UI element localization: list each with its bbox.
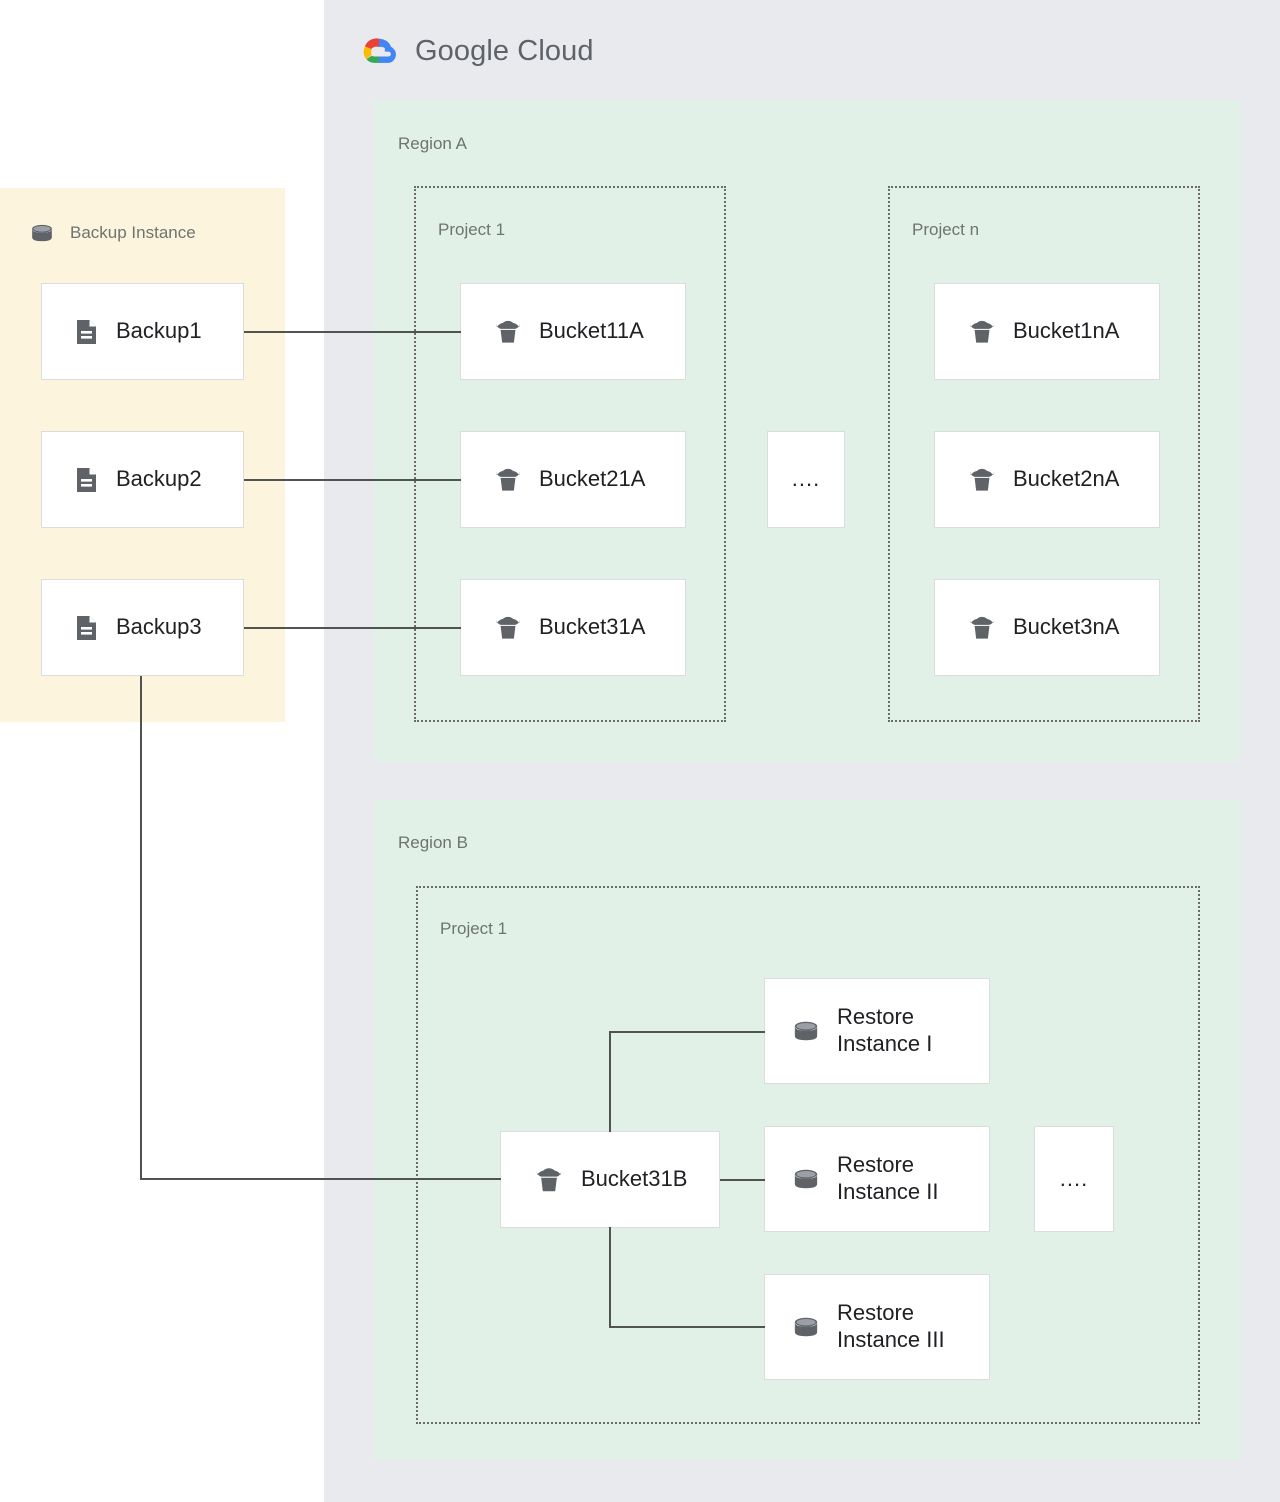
document-icon (77, 319, 96, 344)
bucket-icon (970, 468, 994, 491)
card-bucket31a-label: Bucket31A (539, 614, 646, 640)
card-backup1-label: Backup1 (116, 318, 202, 344)
card-bucket1na[interactable]: Bucket1nA (934, 283, 1160, 380)
bucket-icon (970, 616, 994, 639)
document-icon (77, 467, 96, 492)
bucket-icon (496, 468, 520, 491)
connector-backup3-to-bucket31a (244, 627, 461, 629)
region-a-ellipsis-card: .... (767, 431, 845, 528)
card-backup2-label: Backup2 (116, 466, 202, 492)
connector-bucket31b-to-restore-iii-vertical (609, 1227, 611, 1328)
card-backup2[interactable]: Backup2 (41, 431, 244, 528)
region-a-project-n-box (888, 186, 1200, 722)
google-cloud-title: Google Cloud (415, 34, 594, 67)
region-a-project-1-box (414, 186, 726, 722)
database-icon (794, 1317, 818, 1337)
google-cloud-logo-icon (363, 38, 396, 63)
card-restore-instance-i-label: Restore Instance I (837, 1004, 933, 1056)
card-bucket3na[interactable]: Bucket3nA (934, 579, 1160, 676)
card-restore-instance-iii[interactable]: Restore Instance III (764, 1274, 990, 1380)
connector-bucket31b-to-restore-i-vertical (609, 1031, 611, 1132)
region-a-project-1-label: Project 1 (438, 220, 506, 239)
region-b-project-1-box (416, 886, 1200, 1424)
backup-instance-header: Backup Instance (27, 218, 196, 248)
connector-bucket31b-to-restore-i-horizontal (609, 1031, 765, 1033)
region-a-project-n-label: Project n (912, 220, 980, 239)
google-cloud-header: Google Cloud (355, 28, 594, 74)
card-bucket2na-label: Bucket2nA (1013, 466, 1120, 492)
connector-bucket31b-to-restore-ii (720, 1179, 765, 1181)
card-bucket31a[interactable]: Bucket31A (460, 579, 686, 676)
region-a-ellipsis-label: .... (791, 466, 821, 492)
connector-backup3-to-bucket31b-vertical (140, 676, 142, 1180)
bucket-icon (536, 1167, 562, 1191)
database-icon (32, 224, 52, 242)
connector-backup1-to-bucket11a (244, 331, 461, 333)
bucket-icon (496, 616, 520, 639)
connector-bucket31b-to-restore-iii-horizontal (609, 1326, 765, 1328)
card-bucket31b-label: Bucket31B (581, 1166, 688, 1192)
region-b-ellipsis-card: .... (1034, 1126, 1114, 1232)
database-icon (794, 1021, 818, 1041)
card-bucket21a-label: Bucket21A (539, 466, 646, 492)
card-restore-instance-ii[interactable]: Restore Instance II (764, 1126, 990, 1232)
card-backup3-label: Backup3 (116, 614, 202, 640)
bucket-icon (970, 320, 994, 343)
card-bucket2na[interactable]: Bucket2nA (934, 431, 1160, 528)
connector-backup2-to-bucket21a (244, 479, 461, 481)
database-icon (794, 1169, 818, 1189)
card-restore-instance-iii-label: Restore Instance III (837, 1300, 945, 1352)
card-bucket3na-label: Bucket3nA (1013, 614, 1120, 640)
region-b-project-1-label: Project 1 (440, 919, 508, 938)
document-icon (77, 615, 96, 640)
card-bucket1na-label: Bucket1nA (1013, 318, 1120, 344)
card-bucket21a[interactable]: Bucket21A (460, 431, 686, 528)
bucket-icon (496, 320, 520, 343)
card-backup3[interactable]: Backup3 (41, 579, 244, 676)
card-bucket11a-label: Bucket11A (539, 318, 644, 344)
card-bucket11a[interactable]: Bucket11A (460, 283, 686, 380)
card-restore-instance-i[interactable]: Restore Instance I (764, 978, 990, 1084)
backup-instance-title: Backup Instance (70, 223, 196, 242)
connector-backup3-to-bucket31b-horizontal (140, 1178, 501, 1180)
region-a-label: Region A (398, 134, 467, 153)
card-bucket31b[interactable]: Bucket31B (500, 1131, 720, 1228)
region-b-ellipsis-label: .... (1059, 1165, 1089, 1191)
region-b-label: Region B (398, 833, 468, 852)
card-restore-instance-ii-label: Restore Instance II (837, 1152, 939, 1204)
card-backup1[interactable]: Backup1 (41, 283, 244, 380)
